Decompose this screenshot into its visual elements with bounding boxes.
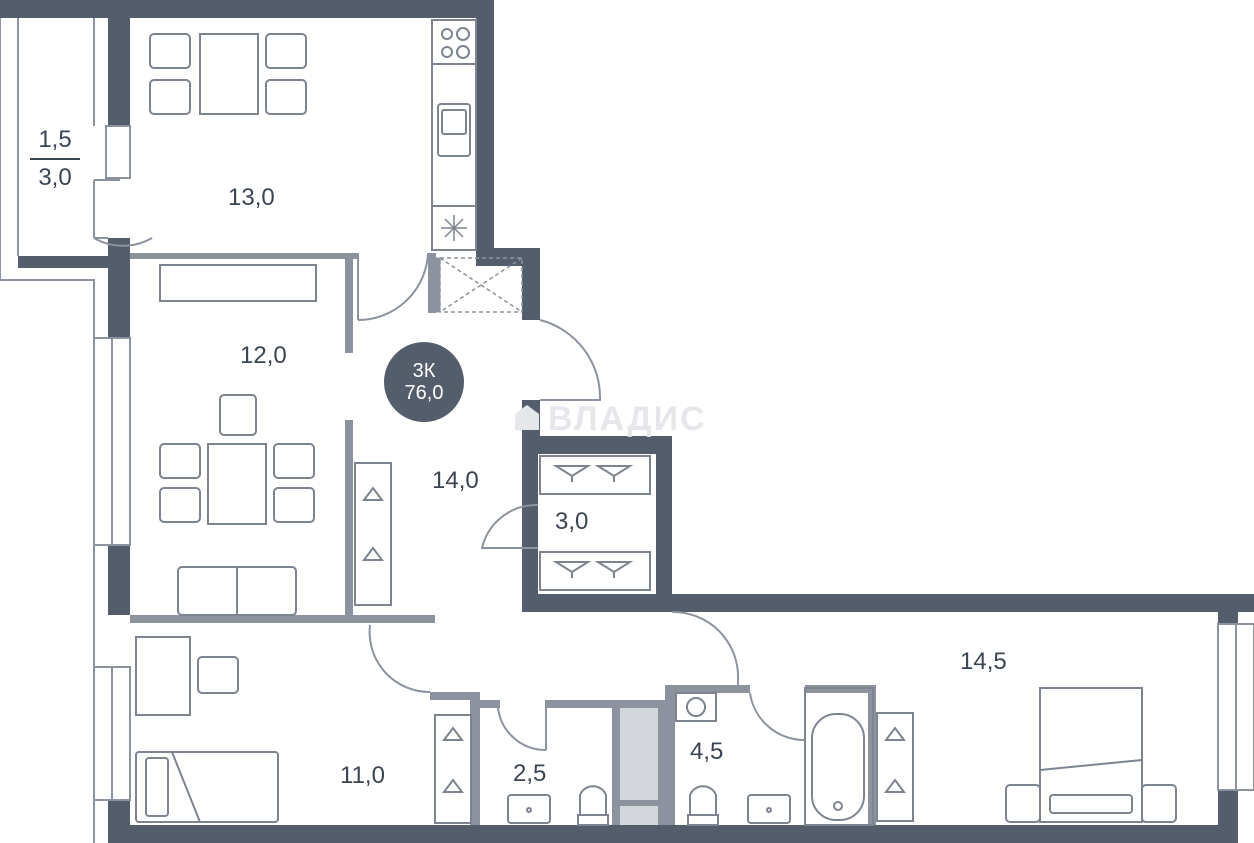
room-area-kitchen: 13,0 — [228, 184, 275, 211]
watermark-logo-icon — [512, 402, 542, 432]
balcony-area: 1,5 3,0 — [30, 126, 80, 192]
living-furniture — [159, 264, 392, 616]
ventilation-closet — [431, 257, 523, 313]
apartment-total-area: 76,0 — [404, 382, 444, 404]
wardrobe-furniture — [434, 455, 914, 824]
balcony — [0, 18, 153, 843]
fraction-bar — [30, 158, 80, 160]
balcony-area-full: 3,0 — [38, 164, 72, 191]
bedroom-small-furniture — [135, 636, 279, 823]
kitchen-furniture — [149, 19, 477, 251]
watermark-text: ВЛАДИС — [548, 400, 707, 438]
room-area-bedroom-small: 11,0 — [340, 762, 385, 789]
doors — [357, 252, 806, 752]
bedroom-master-furniture — [1005, 687, 1177, 823]
room-area-wardrobe: 3,0 — [555, 508, 589, 535]
room-area-hall: 14,0 — [432, 467, 479, 494]
partitions — [130, 253, 876, 825]
balcony-area-reduced: 1,5 — [38, 126, 72, 153]
apartment-type: 3К — [412, 360, 436, 382]
apartment-badge: 3К 76,0 — [384, 342, 464, 422]
hangers — [362, 465, 906, 793]
room-area-bedroom-master: 14,5 — [960, 648, 1007, 675]
room-area-wc: 2,5 — [513, 760, 547, 787]
bathroom-fixtures — [507, 687, 874, 826]
room-area-bathroom: 4,5 — [690, 738, 724, 765]
shaft — [620, 708, 658, 825]
room-area-living: 12,0 — [240, 342, 287, 369]
